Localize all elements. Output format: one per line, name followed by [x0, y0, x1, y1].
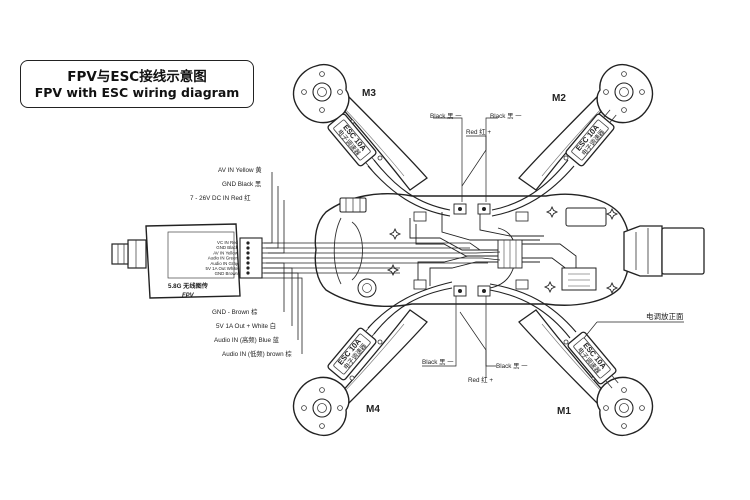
bottom-red-label: Red 红 + [468, 375, 493, 384]
module-pin-label: GND Black [216, 245, 239, 250]
fpv-audio-blue-label: Audio IN (高频) Blue 蓝 [214, 335, 280, 344]
fpv-transmitter [111, 223, 263, 299]
esc-orientation-note: 电调放正面 [646, 311, 684, 321]
motor-m3-label: M3 [362, 88, 376, 99]
module-name: 5.8G 无线图传 [168, 282, 209, 290]
fpv-dc-in-label: 7 - 26V DC IN Red 红 [190, 193, 251, 202]
arm-m1 [518, 309, 654, 437]
fpv-av-in-label: AV IN Yellow 黄 [218, 165, 262, 174]
fpv-gnd-out-label: GND - Brown 棕 [212, 307, 258, 316]
fpv-5v-out-label: 5V 1A Out + White 白 [216, 321, 276, 330]
motor-m2-label: M2 [552, 93, 566, 104]
module-pin-label: Audio IN Gray [210, 261, 238, 266]
title-english: FPV with ESC wiring diagram [34, 85, 240, 100]
module-sub: FPV [182, 293, 195, 299]
fpv-audio-brown-label: Audio IN (低频) brown 棕 [222, 349, 292, 358]
module-pin-label: VC IN Red [217, 240, 239, 245]
motor-m4-label: M4 [366, 404, 380, 415]
motor-m1-label: M1 [557, 406, 571, 417]
fpv-gnd-label: GND Black 黑 [222, 180, 261, 188]
module-pin-label: 5V 1A Out White [206, 266, 239, 271]
module-pin-label: AV IN Yellow [213, 250, 239, 255]
top-black-label-right: Black 黑 一 [490, 112, 522, 120]
module-pin-label: Audio IN Green [208, 256, 239, 261]
top-black-label: Black 黑 一 [430, 112, 462, 120]
top-red-label: Red 红 + [466, 127, 491, 136]
bottom-black-label: Black 黑 一 [422, 358, 454, 366]
bottom-black-label-right: Black 黑 一 [496, 362, 528, 370]
arm-m3 [292, 63, 428, 191]
title-chinese: FPV与ESC接线示意图 [67, 69, 207, 85]
module-pin-label: GND Brown [215, 271, 239, 276]
title-box: FPV与ESC接线示意图 FPV with ESC wiring diagram [20, 60, 254, 108]
battery-connector [623, 225, 663, 277]
